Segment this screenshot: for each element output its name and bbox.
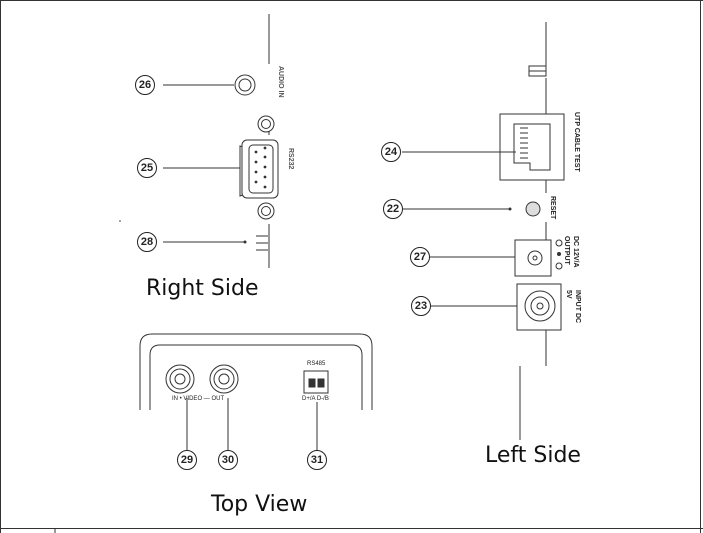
top-view-leaders <box>186 398 318 451</box>
callout-31: 31 <box>307 450 327 470</box>
rs232-pins <box>119 146 267 222</box>
rs485-label: RS485 <box>307 361 326 367</box>
callout-25: 25 <box>137 158 157 178</box>
right-side-label: Right Side <box>146 276 259 301</box>
rj45-pins <box>520 127 528 159</box>
callout-22: 22 <box>383 199 403 219</box>
left-side-label: Left Side <box>485 443 581 468</box>
callout-24: 24 <box>381 142 401 162</box>
left-side-leaders <box>402 151 517 307</box>
dc-input-label: INPUT DC 5V <box>565 290 581 324</box>
top-view-panel <box>139 333 373 410</box>
utp-cable-test-label: UTP CABLE TEST <box>573 112 580 172</box>
callout-30: 30 <box>218 450 238 470</box>
callout-29: 29 <box>177 450 197 470</box>
callout-27: 27 <box>410 247 430 267</box>
dc-polarity-symbol <box>555 239 563 270</box>
video-in-out-label: IN • VIDEO — OUT <box>172 396 225 402</box>
rs485-pin-label: D+/A D-/B <box>302 396 329 402</box>
audio-in-label: AUDIO IN <box>277 66 284 98</box>
right-side-leaders <box>163 84 245 243</box>
dc-output-label: DC 12V/A OUTPUT <box>563 236 579 268</box>
right-side-panel <box>234 14 279 268</box>
callout-26: 26 <box>135 75 155 95</box>
callout-23: 23 <box>411 296 431 316</box>
left-side-panel <box>499 22 565 440</box>
rs232-label: RS232 <box>287 148 294 170</box>
reset-label: RESET <box>549 196 556 220</box>
top-view-label: Top View <box>211 492 308 517</box>
callout-28: 28 <box>137 232 157 252</box>
